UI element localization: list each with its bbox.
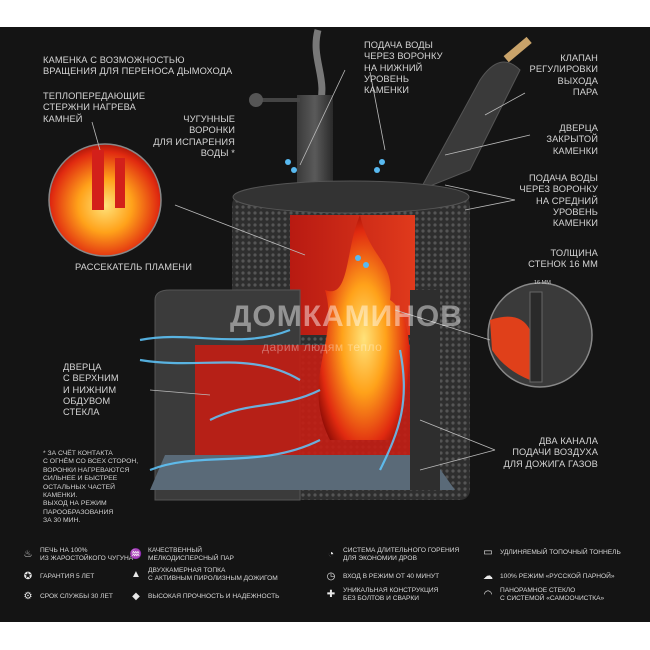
feature-lifetime: ⚙СРОК СЛУЖБЫ 30 ЛЕТ [23, 591, 113, 602]
air-flow [139, 328, 406, 472]
label-air-channels: ДВА КАНАЛА ПОДАЧИ ВОЗДУХА ДЛЯ ДОЖИГА ГАЗ… [503, 436, 598, 469]
feature-cast-iron: ♨ПЕЧЬ НА 100% ИЗ ЖАРОСТОЙКОГО ЧУГУНА [23, 547, 134, 562]
cast-iron-icon: ♨ [23, 549, 33, 560]
flames [318, 215, 410, 440]
handle-knob[interactable] [249, 93, 263, 107]
feature-double-chamber: ▲ДВУХКАМЕРНАЯ ТОПКА С АКТИВНЫМ ПИРОЛИЗНЫ… [131, 567, 278, 582]
label-rotation: КАМЕНКА С ВОЗМОЖНОСТЬЮ ВРАЩЕНИЯ ДЛЯ ПЕРЕ… [43, 55, 233, 77]
puzzle-icon: ✚ [326, 589, 336, 600]
feature-warranty: ✪ГАРАНТИЯ 5 ЛЕТ [23, 571, 95, 582]
label-wall: ТОЛЩИНА СТЕНОК 16 ММ [528, 248, 598, 270]
feature-russian-steam: ☁100% РЕЖИМ «РУССКОЙ ПАРНОЙ» [483, 571, 615, 582]
label-glass-door: ДВЕРЦА С ВЕРХНИМ И НИЖНИМ ОБДУВОМ СТЕКЛА [63, 362, 119, 418]
label-flame-divider: РАССЕКАТЕЛЬ ПЛАМЕНИ [75, 262, 192, 272]
heater-door[interactable] [418, 61, 521, 191]
water-drops [285, 159, 385, 268]
label-water-lower: ПОДАЧА ВОДЫ ЧЕРЕЗ ВОРОНКУ НА НИЖНИЙ УРОВ… [364, 40, 443, 96]
rods-detail-circle [48, 143, 162, 257]
label-water-middle: ПОДАЧА ВОДЫ ЧЕРЕЗ ВОРОНКУ НА СРЕДНИЙ УРО… [519, 173, 598, 229]
feature-construction: ✚УНИКАЛЬНАЯ КОНСТРУКЦИЯ БЕЗ БОЛТОВ И СВА… [326, 587, 439, 602]
timer-icon: ◷ [326, 571, 336, 582]
warranty-icon: ✪ [23, 571, 33, 582]
panorama-icon: ◠ [483, 589, 493, 600]
watermark-slogan: дарим людям тепло [262, 340, 383, 354]
steam-icon: ♒ [129, 549, 143, 560]
feature-panorama-glass: ◠ПАНОРАМНОЕ СТЕКЛО С СИСТЕМОЙ «САМООЧИСТ… [483, 587, 605, 602]
ash-tray [150, 455, 455, 490]
diamond-icon: ◆ [132, 591, 140, 602]
label-closed-door: ДВЕРЦА ЗАКРЫТОЙ КАМЕНКИ [546, 123, 598, 156]
valve-handle[interactable] [503, 36, 532, 63]
tunnel-icon: ▭ [483, 547, 493, 558]
gear-icon: ⚙ [23, 591, 33, 602]
feature-strength: ◆ВЫСОКАЯ ПРОЧНОСТЬ И НАДЕЖНОСТЬ [130, 591, 279, 603]
russian-steam-icon: ☁ [483, 571, 493, 582]
callout-lines [91, 69, 531, 471]
feature-timer: ◷ВХОД В РЕЖИМ ОТ 40 МИНУТ [326, 571, 440, 582]
label-funnels: ЧУГУННЫЕ ВОРОНКИ ДЛЯ ИСПАРЕНИЯ ВОДЫ * [153, 114, 235, 158]
label-rods: ТЕПЛОПЕРЕДАЮЩИЕ СТЕРЖНИ НАГРЕВА КАМНЕЙ [43, 91, 146, 124]
footnote: * ЗА СЧЁТ КОНТАКТА С ОГНЁМ СО ВСЕХ СТОРО… [43, 450, 139, 525]
flame-icon: ▲ [131, 569, 141, 580]
feature-long-burn: ◔СИСТЕМА ДЛИТЕЛЬНОГО ГОРЕНИЯ ДЛЯ ЭКОНОМИ… [325, 547, 459, 563]
label-wall-dimension: 16 ММ [534, 280, 551, 286]
label-valve: КЛАПАН РЕГУЛИРОВКИ ВЫХОДА ПАРА [529, 53, 598, 97]
feature-steam: ♒КАЧЕСТВЕННЫЙ МЕЛКОДИСПЕРСНЫЙ ПАР [129, 547, 234, 562]
long-burn-icon: ◔ [327, 549, 335, 560]
watermark-brand: ДОМКАМИНОВ [230, 300, 463, 333]
feature-tunnel: ▭УДЛИНЯЕМЫЙ ТОПОЧНЫЙ ТОННЕЛЬ [483, 547, 621, 558]
